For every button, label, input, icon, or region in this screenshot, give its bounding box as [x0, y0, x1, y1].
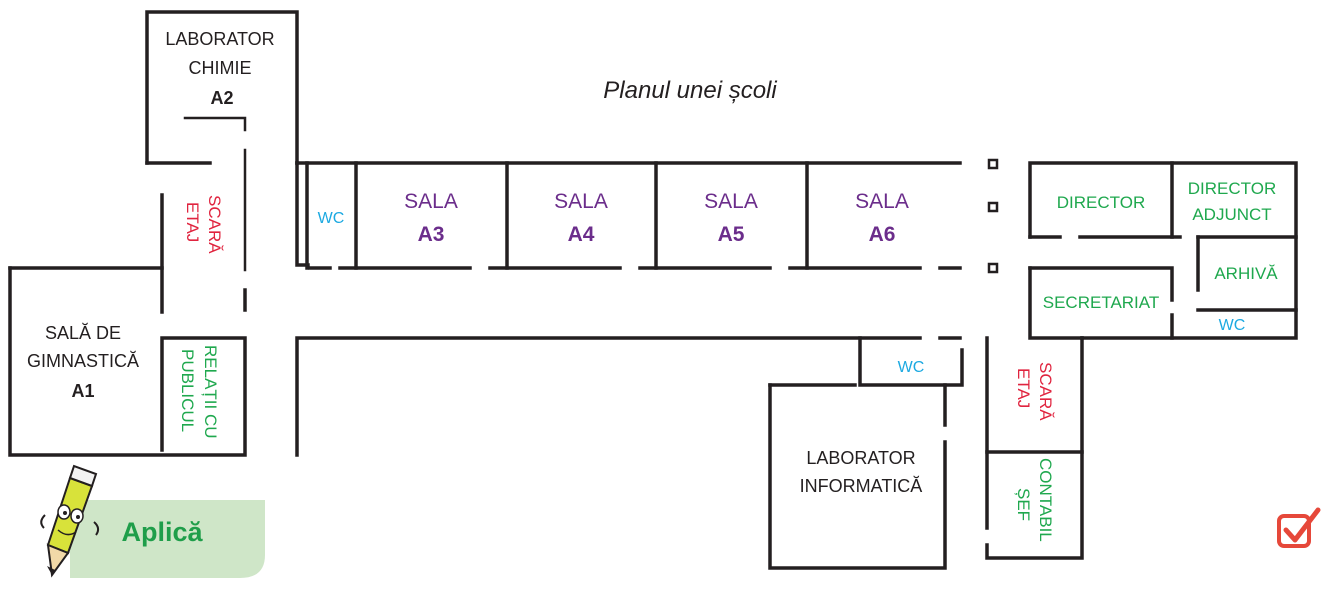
secretariat-label: SECRETARIAT [1043, 293, 1160, 312]
room-a2-code: A2 [210, 88, 233, 108]
room-a5-line1: SALA [704, 190, 758, 213]
wc-corridor: WC [318, 210, 345, 227]
contabil-line2: ȘEF [1014, 488, 1033, 521]
aplica-label: Aplică [121, 517, 203, 547]
walls [8, 10, 1298, 570]
checkbox-checked-icon [1277, 507, 1321, 548]
stairs-right-line2: ETAJ [1014, 368, 1033, 408]
wc-office: WC [1219, 317, 1246, 334]
wc-lower: WC [898, 359, 925, 376]
room-a6-code: A6 [869, 223, 896, 246]
room-a4-line1: SALA [554, 190, 608, 213]
room-a6-line1: SALA [855, 190, 909, 213]
stairs-left-line1: SCARĂ [205, 195, 224, 254]
director-adjunct-line2: ADJUNCT [1192, 205, 1271, 224]
plan-title: Planul unei școli [603, 77, 777, 104]
relatii-line1: RELAȚII CU [201, 345, 220, 439]
director-label: DIRECTOR [1057, 193, 1145, 212]
room-a5-code: A5 [718, 223, 745, 246]
pencil-mascot-icon [40, 464, 100, 578]
room-a3-code: A3 [418, 223, 445, 246]
room-a1-code: A1 [71, 381, 94, 401]
lab-info-line2: INFORMATICĂ [800, 476, 923, 496]
room-a1-line2: GIMNASTICĂ [27, 351, 139, 371]
arhiva-label: ARHIVĂ [1214, 264, 1278, 283]
room-a2-line1: LABORATOR [165, 29, 274, 49]
room-a4-code: A4 [568, 223, 595, 246]
aplica-badge: Aplică [70, 500, 265, 578]
room-a2-line2: CHIMIE [189, 58, 252, 78]
room-a1-line1: SALĂ DE [45, 323, 121, 343]
room-a3-line1: SALA [404, 190, 458, 213]
stairs-left-line2: ETAJ [183, 202, 202, 242]
lab-info-line1: LABORATOR [806, 448, 915, 468]
relatii-line2: PUBLICUL [178, 349, 197, 432]
contabil-line1: CONTABIL [1036, 458, 1055, 542]
director-adjunct-line1: DIRECTOR [1188, 179, 1276, 198]
stairs-right-line1: SCARĂ [1036, 362, 1055, 421]
